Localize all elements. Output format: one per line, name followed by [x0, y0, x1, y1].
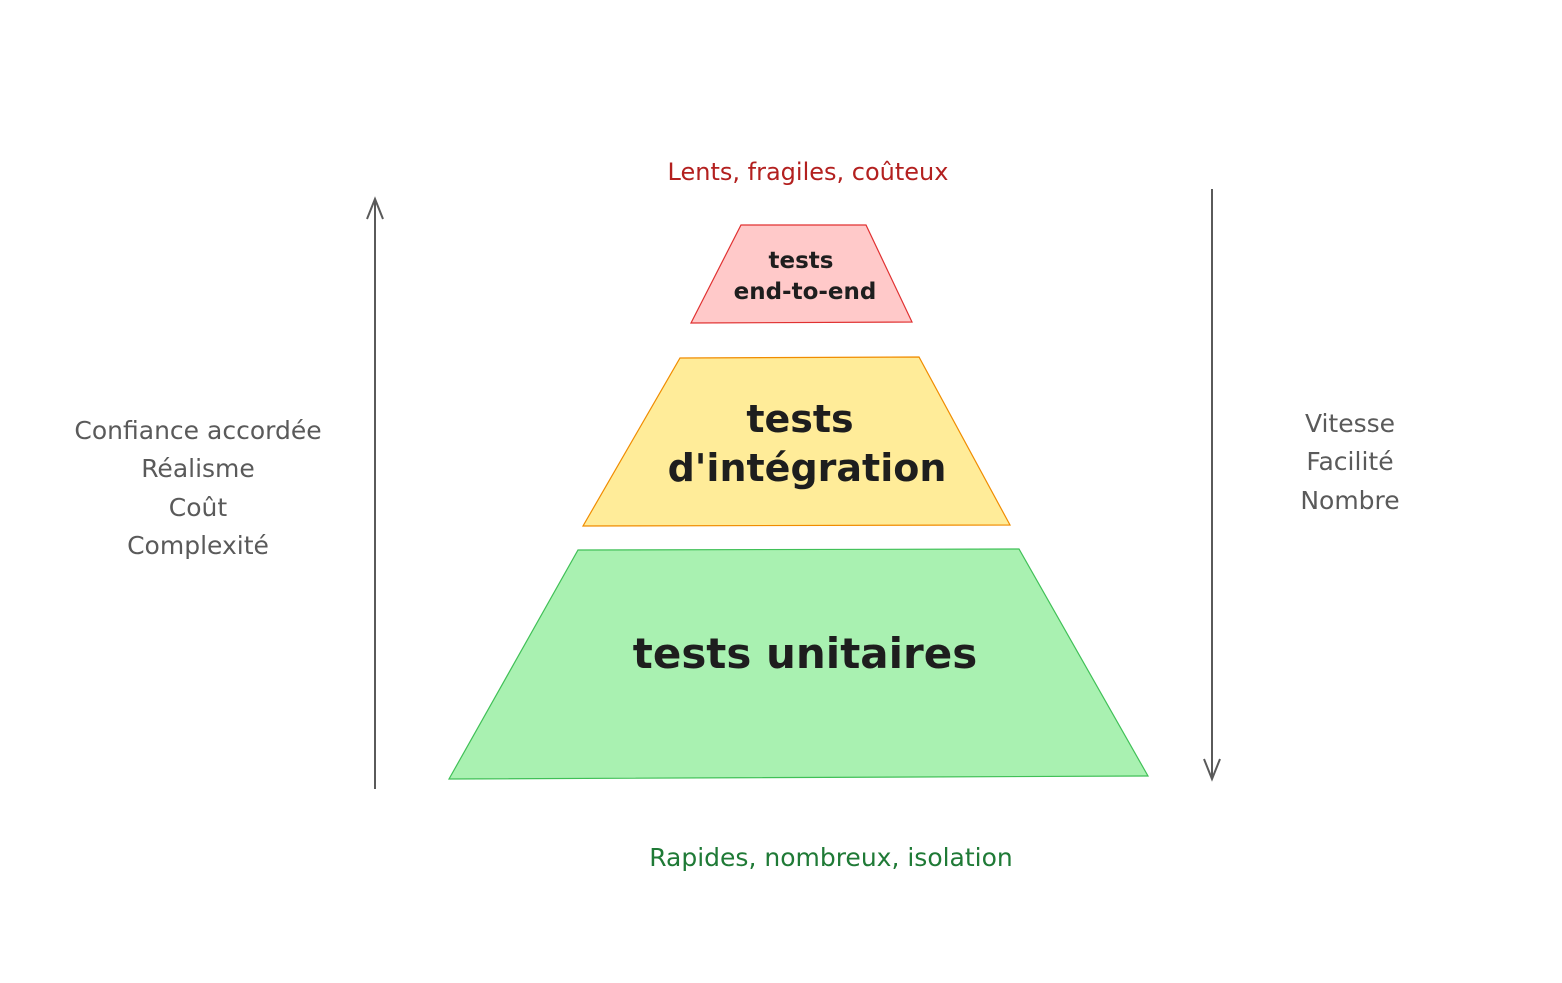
- bottom-caption: Rapides, nombreux, isolation: [649, 843, 1013, 872]
- left-axis-label: Réalisme: [141, 454, 255, 483]
- e2e-label-line1: tests: [769, 248, 834, 274]
- pyramid-level-integration: [581, 356, 1012, 527]
- right-axis-arrow-down: [1203, 189, 1221, 782]
- right-axis-label: Facilité: [1306, 447, 1393, 476]
- unit-label: tests unitaires: [633, 629, 977, 678]
- right-axis-label: Vitesse: [1305, 409, 1395, 438]
- left-axis-label: Confiance accordée: [74, 416, 321, 445]
- integration-label-line1: tests: [746, 397, 853, 441]
- right-axis-label: Nombre: [1300, 486, 1399, 515]
- left-axis-label: Coût: [169, 493, 228, 522]
- pyramid-level-unit: [447, 548, 1150, 780]
- top-caption: Lents, fragiles, coûteux: [668, 158, 949, 186]
- left-axis-arrow-up: [366, 196, 384, 789]
- integration-label-line2: d'intégration: [668, 446, 947, 490]
- e2e-label-line2: end-to-end: [734, 279, 877, 305]
- pyramid-level-e2e: [690, 224, 913, 324]
- left-axis-label: Complexité: [127, 531, 269, 560]
